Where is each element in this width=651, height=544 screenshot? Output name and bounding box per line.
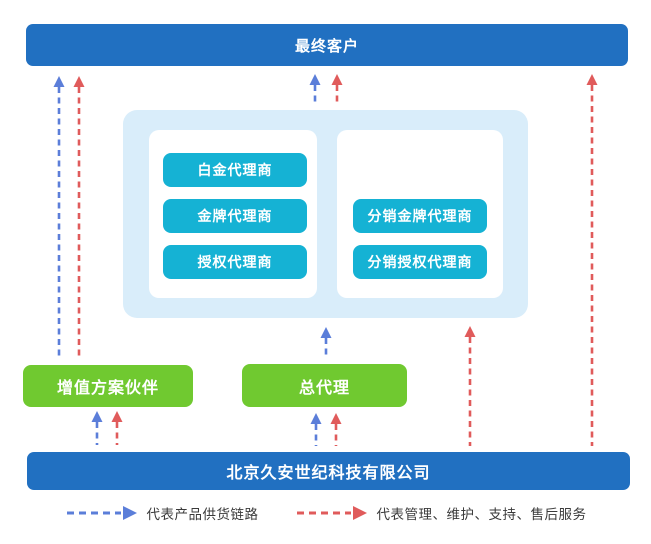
arrow-service-vap-to-customer — [73, 76, 85, 358]
arrow-service-company-to-distribution-agents — [464, 326, 476, 446]
legend-supply-label: 代表产品供货链路 — [146, 507, 259, 522]
value-added-partner-button: 增值方案伙伴 — [23, 365, 193, 407]
final-customer-label: 最终客户 — [294, 37, 359, 55]
final-customer-bar: 最终客户 — [26, 24, 628, 66]
company-bar: 北京久安世纪科技有限公司 — [27, 452, 630, 490]
supply-arrow-icon — [65, 506, 137, 520]
legend-service-label: 代表管理、维护、支持、售后服务 — [376, 507, 587, 522]
arrow-supply-company-to-vap — [91, 411, 103, 445]
arrow-service-agents-to-customer — [331, 74, 343, 103]
pill-distribution-authorized-agent: 分销授权代理商 — [353, 245, 487, 279]
legend: 代表产品供货链路 代表管理、维护、支持、售后服务 — [0, 503, 651, 523]
agents-panel: 白金代理商 金牌代理商 授权代理商 分销金牌代理商 分销授权代理商 — [123, 110, 528, 318]
legend-service-item: 代表管理、维护、支持、售后服务 — [295, 503, 587, 523]
arrow-supply-company-to-general-agent — [310, 413, 322, 446]
arrow-service-company-to-customer — [586, 74, 598, 446]
company-label: 北京久安世纪科技有限公司 — [226, 465, 431, 482]
pill-distribution-authorized-agent-label: 分销授权代理商 — [367, 254, 473, 270]
pill-authorized-agent-label: 授权代理商 — [197, 254, 273, 270]
pill-gold-agent: 金牌代理商 — [163, 199, 307, 233]
pill-platinum-agent-label: 白金代理商 — [197, 162, 273, 178]
pill-platinum-agent: 白金代理商 — [163, 153, 307, 187]
direct-agents-box: 白金代理商 金牌代理商 授权代理商 — [149, 130, 317, 298]
arrow-service-company-to-vap — [111, 411, 123, 445]
arrow-supply-vap-to-customer — [53, 76, 65, 358]
pill-distribution-gold-agent-label: 分销金牌代理商 — [367, 208, 473, 224]
distribution-agents-box: 分销金牌代理商 分销授权代理商 — [337, 130, 503, 298]
pill-distribution-gold-agent: 分销金牌代理商 — [353, 199, 487, 233]
general-agent-button: 总代理 — [242, 364, 407, 407]
arrow-supply-agents-to-customer — [309, 74, 321, 103]
value-added-partner-label: 增值方案伙伴 — [56, 380, 159, 397]
arrow-supply-general-agent-to-agents — [320, 327, 332, 358]
pill-authorized-agent: 授权代理商 — [163, 245, 307, 279]
general-agent-label: 总代理 — [298, 379, 350, 397]
legend-supply-item: 代表产品供货链路 — [65, 503, 259, 523]
arrow-service-company-to-general-agent — [330, 413, 342, 446]
pill-gold-agent-label: 金牌代理商 — [197, 208, 273, 224]
service-arrow-icon — [295, 506, 367, 520]
